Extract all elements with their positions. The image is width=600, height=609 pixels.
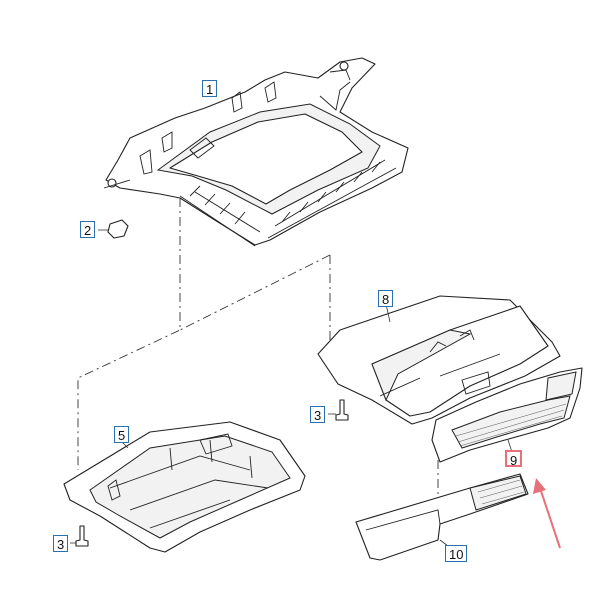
part-10-tray: [355, 473, 529, 561]
callout-1: 1: [202, 80, 218, 97]
part-2-clip: [98, 219, 129, 239]
callout-3-right: 3: [310, 406, 326, 423]
part-5-lower-housing: [63, 421, 306, 553]
part-1-carrier-frame: [103, 57, 409, 247]
screw-3-left: [70, 525, 89, 547]
screw-3-right: [328, 399, 349, 421]
indicator-arrow: [533, 478, 561, 549]
callout-5: 5: [114, 426, 130, 443]
part-9-cover: [431, 367, 583, 463]
part-8-glove-box: [317, 295, 561, 425]
callout-2: 2: [80, 221, 96, 238]
callout-10: 10: [445, 545, 468, 562]
callout-3-left: 3: [53, 535, 69, 552]
callout-8: 8: [378, 290, 394, 307]
callout-9: 9: [505, 450, 523, 468]
